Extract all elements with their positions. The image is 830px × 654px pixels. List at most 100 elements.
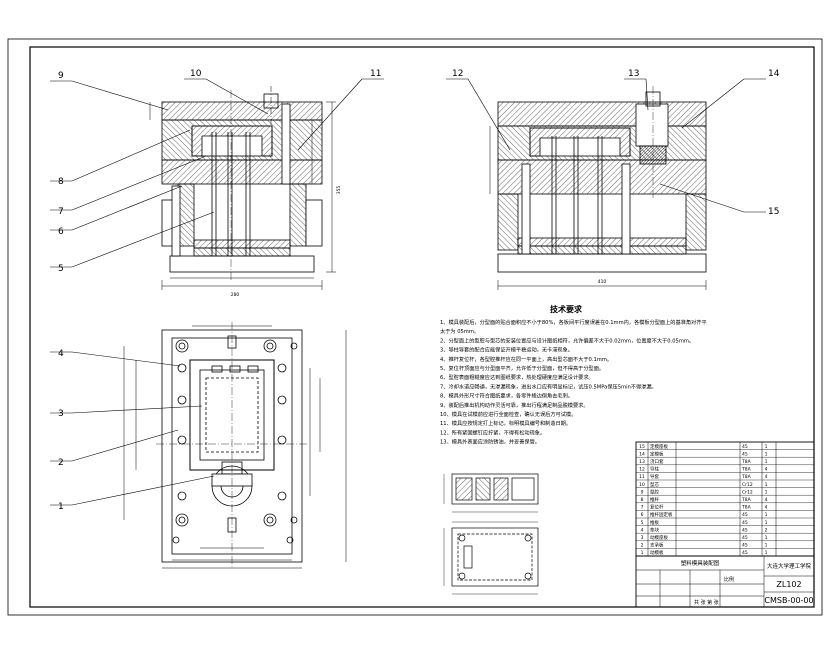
bom-cell-mat: 45 <box>742 451 748 457</box>
callout-15: 15 <box>768 207 779 217</box>
part-detail-views <box>443 473 539 595</box>
bom-cell-mat: T8A <box>741 467 752 473</box>
callout-1: 1 <box>58 502 64 512</box>
plan-view <box>123 322 347 569</box>
bom-cell-no: 1 <box>641 550 644 556</box>
callout-4: 4 <box>58 349 64 359</box>
bom-cell-name: 型腔 <box>650 488 659 495</box>
bom-cell-qty: 1 <box>765 550 768 556</box>
bom-cell-name: 浇口套 <box>650 458 664 465</box>
front-height-dim: 355 <box>336 186 342 195</box>
callout-8: 8 <box>58 177 64 187</box>
callout-11: 11 <box>370 69 381 79</box>
requirements-list: 1、模具装配后，分型面的贴合面积应不小于80%，各板间平行度误差在0.1mm内，… <box>440 318 707 446</box>
bom-cell-qty: 2 <box>765 527 768 533</box>
bom-cell-mat: 45 <box>742 444 748 450</box>
requirements-title: 技术要求 <box>550 304 583 314</box>
bom-cell-qty: 1 <box>765 482 768 488</box>
side-section-view <box>489 86 707 290</box>
requirement-line: 6、型腔表面粗糙度应达到图纸要求，热处理硬度应满足设计要求。 <box>440 373 594 381</box>
side-width-dim: 410 <box>598 279 607 285</box>
bom-cell-no: 5 <box>641 520 644 526</box>
callout-9: 9 <box>58 71 64 81</box>
bom-cell-name: 定模板 <box>650 450 664 457</box>
screw-holes <box>172 339 298 544</box>
bom-cell-name: 定模座板 <box>650 443 668 450</box>
requirement-line: 9、装配后推出机构动作灵活可靠，推出行程满足制品脱模要求。 <box>440 401 589 409</box>
title-drawing-no: CMSB-00-00 <box>764 596 813 605</box>
bom-cell-no: 14 <box>639 451 645 457</box>
bom-cell-mat: T8A <box>741 497 752 503</box>
callout-3: 3 <box>58 409 64 419</box>
bom-cell-no: 15 <box>639 444 645 450</box>
callout-10: 10 <box>190 69 202 79</box>
callout-12: 12 <box>452 69 463 79</box>
front-width-dim: 280 <box>231 292 240 298</box>
bom-cell-mat: 45 <box>742 527 748 533</box>
title-material: ZL102 <box>776 580 801 589</box>
outer-border <box>7 38 823 616</box>
bom-cell-name: 复位杆 <box>650 504 664 511</box>
bom-cell-no: 4 <box>641 527 644 533</box>
requirement-line: 8、模具外形尺寸符合图纸要求，各零件棱边倒角去毛刺。 <box>440 392 573 400</box>
bom-cell-mat: Cr12 <box>742 482 753 488</box>
bom-cell-no: 8 <box>641 497 644 503</box>
bom-cell-mat: 45 <box>742 535 748 541</box>
bom-cell-qty: 4 <box>765 467 768 473</box>
bom-cell-name: 动模座板 <box>650 534 668 541</box>
callout-5: 5 <box>58 264 64 274</box>
requirement-line: 2、分型面上的型腔与型芯的安装位置应与设计图纸相符，允许偏差不大于0.02mm，… <box>440 336 694 344</box>
callout-14: 14 <box>768 69 780 79</box>
callout-7: 7 <box>58 207 64 217</box>
bom-cell-mat: 45 <box>742 520 748 526</box>
title-drawing-name: 塑料模具装配图 <box>681 559 720 567</box>
bom-cell-mat: T8A <box>741 459 752 465</box>
requirement-line: 太于为 05mm。 <box>440 327 479 335</box>
requirement-line: 11、模具应按规定打上标记，标明模具编号和制造日期。 <box>440 419 571 427</box>
bom-cell-name: 导套 <box>650 473 659 480</box>
bom-cell-no: 2 <box>641 543 644 549</box>
callout-2: 2 <box>58 458 64 468</box>
bom-cell-no: 12 <box>639 467 645 473</box>
requirement-line: 12、所有紧固螺钉应拧紧，不得有松动现象。 <box>440 428 545 436</box>
bom-cell-qty: 4 <box>765 505 768 511</box>
requirement-line: 4、推杆复位杆，各型腔推杆应在同一平面上，高出型芯面不大于0.1mm。 <box>440 355 612 363</box>
bom-cell-qty: 1 <box>765 489 768 495</box>
bom-cell-no: 9 <box>641 489 644 495</box>
inner-border <box>29 46 815 608</box>
requirement-line: 10、模具在试模前应进行全面检查，确认无误后方可试模。 <box>440 410 576 418</box>
bom-cell-mat: Cr12 <box>742 489 753 495</box>
bom-cell-name: 支承板 <box>650 542 664 549</box>
bom-cell-mat: 45 <box>742 550 748 556</box>
requirement-line: 5、复位杆顶面应与分型面平齐，允许低于分型面，但不得高于分型面。 <box>440 364 604 372</box>
bom-cell-qty: 1 <box>765 535 768 541</box>
bom-cell-no: 13 <box>639 459 645 465</box>
bom-cell-mat: 45 <box>742 512 748 518</box>
requirement-line: 3、导柱导套的配合应能保证开模平稳运动，无卡滞现象。 <box>440 346 573 354</box>
bom-cell-qty: 4 <box>765 497 768 503</box>
bom-cell-name: 推杆固定板 <box>650 511 673 518</box>
bom-cell-qty: 1 <box>765 444 768 450</box>
requirement-line: 13、模具外表面应涂防锈油，并妥善保管。 <box>440 438 540 446</box>
bom-cell-qty: 1 <box>765 543 768 549</box>
title-school: 大连大学理工学院 <box>767 562 812 570</box>
bom-cell-no: 10 <box>639 482 645 488</box>
title-scale: 比例 <box>724 576 734 583</box>
callout-6: 6 <box>58 227 64 237</box>
requirement-line: 7、冷却水道应畅通，无渗漏现象，进出水口应有明显标记，试压0.5MPa保压5mi… <box>440 382 657 390</box>
bom-cell-no: 6 <box>641 512 644 518</box>
bom-cell-name: 导柱 <box>650 466 659 473</box>
bom-cell-qty: 1 <box>765 520 768 526</box>
bom-cell-mat: T8A <box>741 474 752 480</box>
bom-cell-name: 动模板 <box>650 549 664 556</box>
callout-numbers: 9 10 11 8 7 6 5 4 3 2 1 12 13 14 15 <box>58 69 780 512</box>
bom-cell-name: 推板 <box>650 519 659 526</box>
bom-cell-name: 推杆 <box>650 496 659 503</box>
bom-cell-name: 垫块 <box>650 526 659 533</box>
bom-cell-name: 型芯 <box>650 481 659 488</box>
bom-cell-qty: 1 <box>765 451 768 457</box>
callout-13: 13 <box>628 69 639 79</box>
title-sheet: 共 张 第 张 <box>694 599 719 606</box>
bom-cell-qty: 1 <box>765 459 768 465</box>
